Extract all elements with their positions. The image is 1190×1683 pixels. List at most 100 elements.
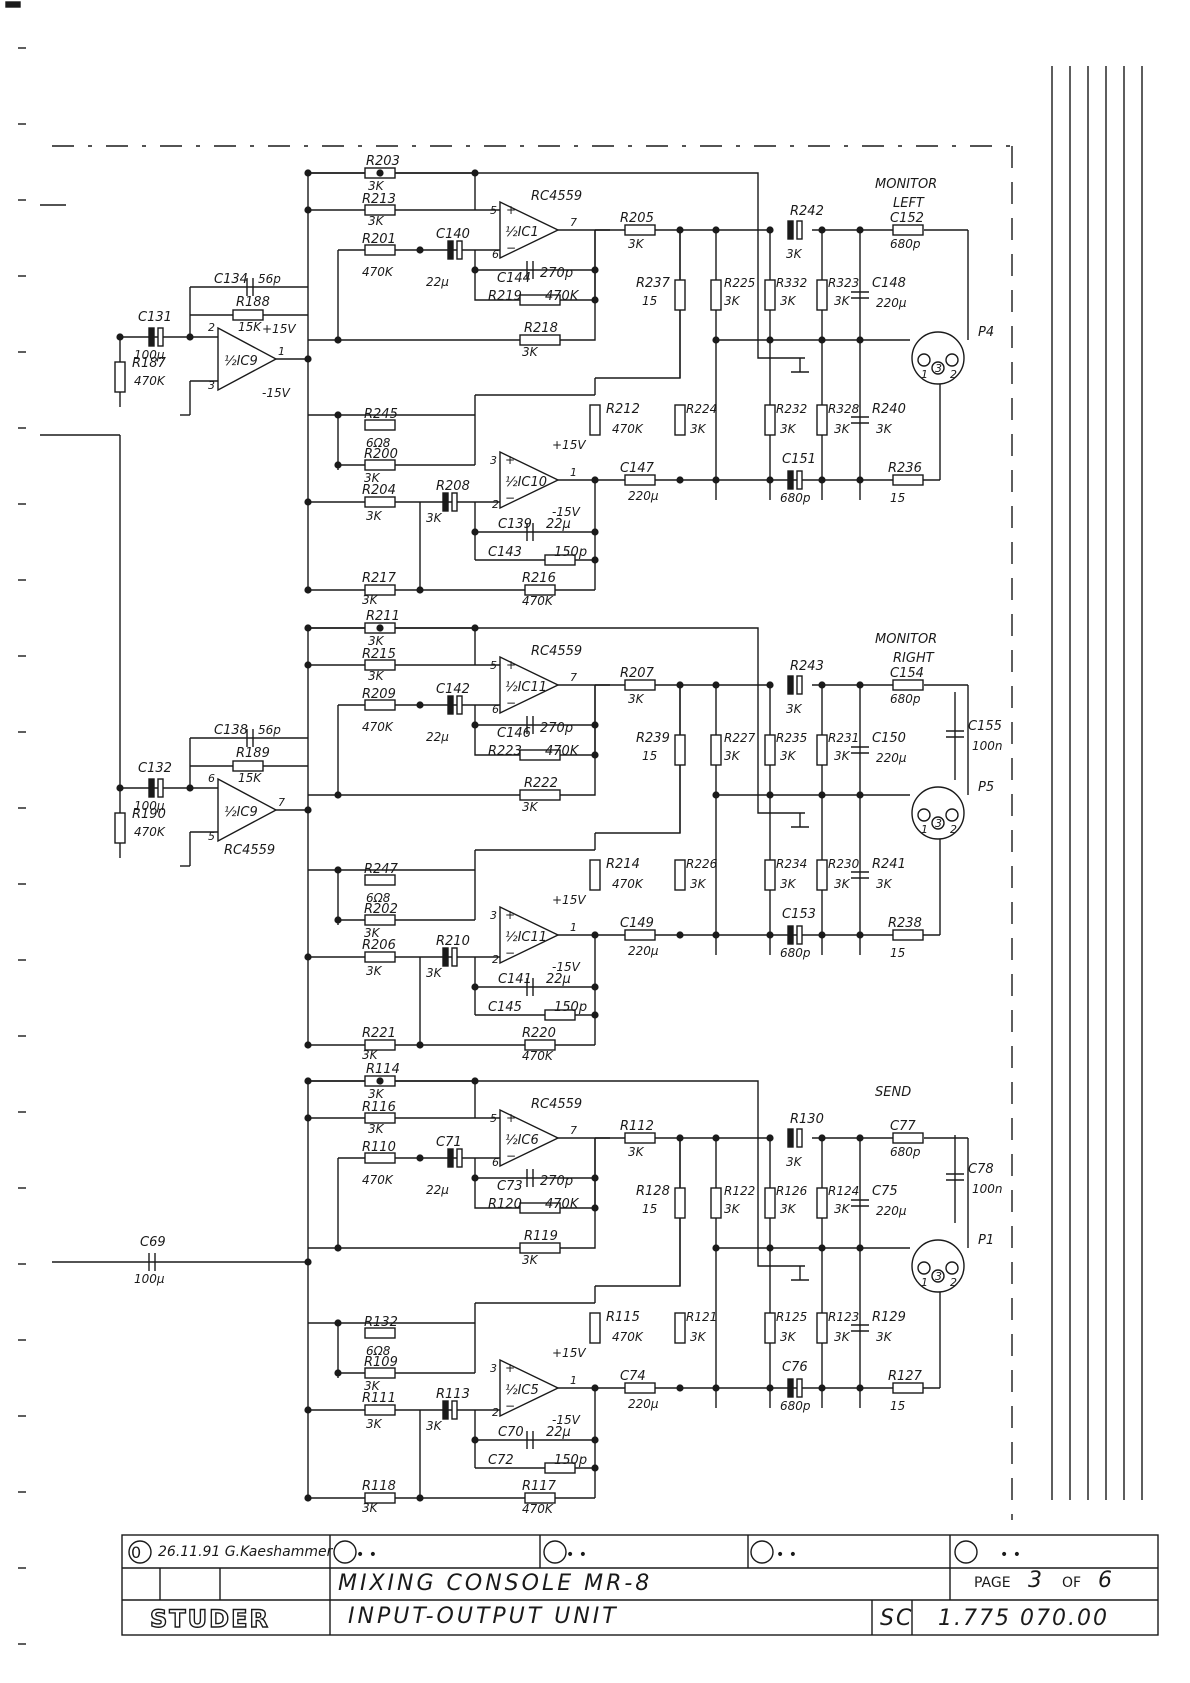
label: R122	[724, 1184, 755, 1198]
supply-label: -15V	[262, 386, 291, 400]
label: 220µ	[628, 1397, 659, 1411]
res-label: R190	[132, 807, 166, 822]
resistor	[232, 309, 264, 321]
capacitor	[451, 1400, 458, 1420]
res-label: R187	[132, 356, 167, 371]
label: 22µ	[546, 972, 571, 987]
label: R239	[636, 731, 670, 746]
junction-dot	[766, 931, 774, 939]
junction-dot	[591, 556, 599, 564]
rev-dots-3: • •	[776, 1547, 797, 1563]
junction-dot	[376, 169, 384, 177]
resistor	[816, 734, 828, 766]
label: R119	[524, 1229, 558, 1244]
xlr-pin	[917, 1261, 931, 1275]
label: R209	[362, 687, 396, 702]
junction-dot	[712, 1244, 720, 1252]
junction-dot	[676, 476, 684, 484]
label: R227	[724, 731, 756, 745]
page-total: 6	[1098, 1568, 1112, 1593]
label: 3K	[834, 294, 851, 308]
label: 220µ	[628, 489, 659, 503]
label: 680p	[890, 237, 921, 251]
cap-label: 100µ	[134, 799, 165, 813]
label: C144	[497, 271, 531, 286]
label: R217	[362, 571, 397, 586]
pin-sign: +	[505, 908, 515, 922]
xlr-pin-label: 1	[921, 823, 928, 836]
studer-logo: STUDER	[149, 1604, 270, 1633]
input-op-amp	[217, 777, 278, 843]
junction-dot	[676, 1134, 684, 1142]
label: R223	[488, 744, 522, 759]
xlr-pin	[945, 808, 959, 822]
label: R218	[524, 321, 558, 336]
resistor	[892, 929, 924, 941]
capacitor	[787, 675, 794, 695]
label: 22µ	[426, 730, 449, 744]
resistor	[624, 679, 656, 691]
cap-label: C132	[138, 761, 172, 776]
label: R115	[606, 1310, 640, 1325]
label: 3K	[834, 749, 851, 763]
label: C153	[782, 907, 816, 922]
label: 680p	[780, 1399, 811, 1413]
pin-label: 7	[570, 216, 577, 229]
junction-dot	[334, 866, 342, 874]
label: R243	[790, 659, 824, 674]
junction-dot	[591, 266, 599, 274]
xlr-pin	[931, 816, 945, 830]
junction-dot	[416, 246, 424, 254]
junction-dot	[591, 296, 599, 304]
junction-dot	[116, 784, 124, 792]
resistor	[892, 1132, 924, 1144]
xlr-pin	[917, 808, 931, 822]
label: R125	[776, 1310, 807, 1324]
junction-dot	[334, 1319, 342, 1327]
xlr-connector	[911, 1239, 965, 1293]
label: 3K	[368, 214, 385, 228]
res-label: 15K	[238, 320, 262, 334]
resistor	[364, 1039, 396, 1051]
resistor	[364, 1112, 396, 1124]
resistor	[114, 812, 126, 844]
junction-dot	[591, 721, 599, 729]
pin-sign: +	[506, 1111, 516, 1125]
op-amp-a	[499, 1108, 560, 1168]
wire	[308, 172, 805, 359]
title-block-frame	[121, 1534, 1159, 1636]
xlr-connector	[911, 331, 965, 385]
label: R332	[776, 276, 807, 290]
revision-note: 26.11.91 G.Kaeshammer	[158, 1544, 333, 1560]
resistor	[624, 929, 656, 941]
junction-dot	[471, 169, 479, 177]
junction-dot	[304, 953, 312, 961]
label: 3K	[690, 1330, 707, 1344]
label: 6Ω8	[366, 436, 391, 450]
wire	[308, 1080, 805, 1267]
ic-label: ½IC9	[224, 805, 258, 820]
label: 3K	[366, 964, 383, 978]
label: 3K	[780, 422, 797, 436]
label: R236	[888, 461, 922, 476]
junction-dot	[334, 1244, 342, 1252]
junction-dot	[304, 498, 312, 506]
label: 3K	[786, 1155, 803, 1169]
resistor	[544, 554, 576, 566]
junction-dot	[591, 983, 599, 991]
junction-dot	[856, 1244, 864, 1252]
label: 3K	[786, 702, 803, 716]
capacitor	[442, 492, 449, 512]
connector-label: P4	[978, 325, 994, 340]
label: R123	[828, 1310, 859, 1324]
label: R124	[828, 1184, 859, 1198]
label: C145	[488, 1000, 522, 1015]
pin-label: 3	[490, 454, 497, 467]
label: 3K	[780, 1202, 797, 1216]
capacitor	[787, 1378, 794, 1398]
resistor	[114, 361, 126, 393]
junction-dot	[304, 661, 312, 669]
label: R200	[364, 447, 398, 462]
label: R216	[522, 571, 556, 586]
res-label: 470K	[134, 825, 166, 839]
